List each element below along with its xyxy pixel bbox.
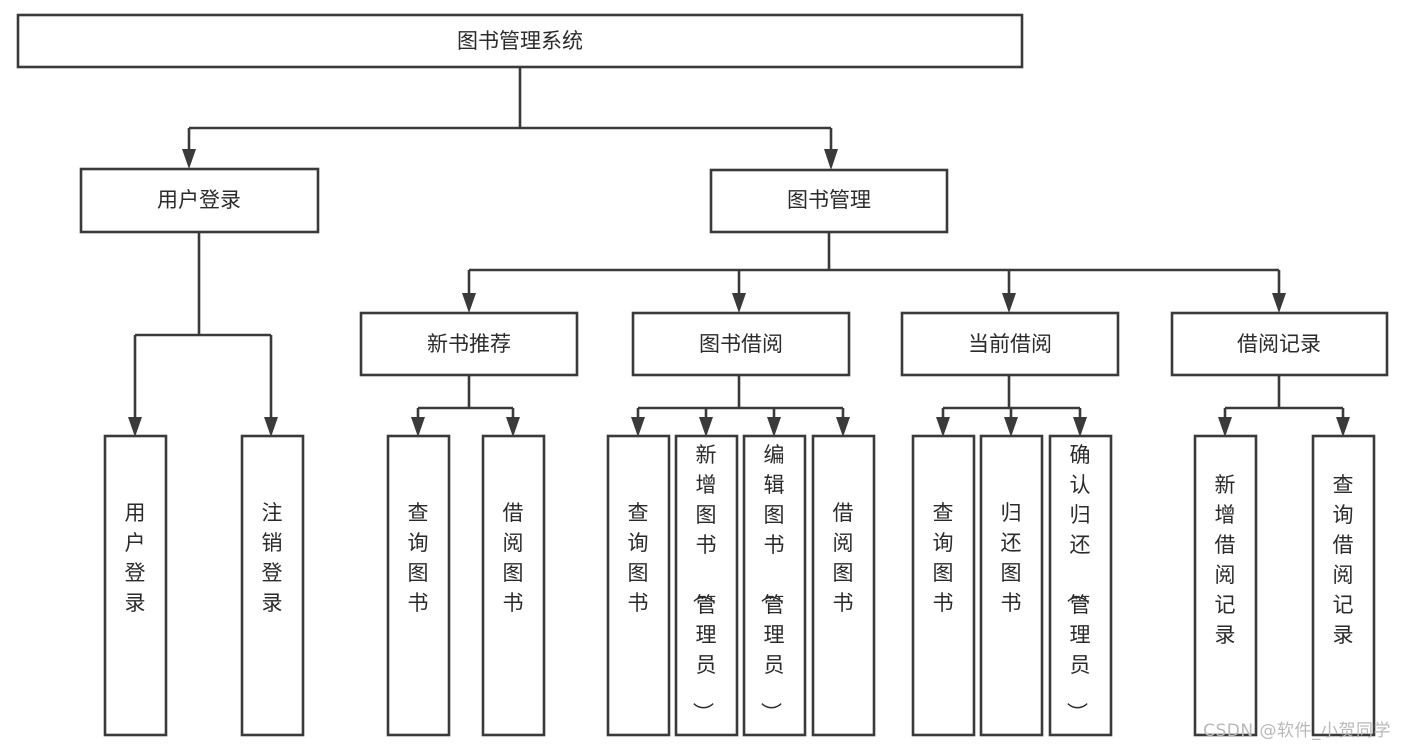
arrow-icon-book-borrow (732, 293, 746, 313)
node-book-borrow-label: 图书借阅 (699, 332, 783, 356)
node-leaf-user-logout-box[interactable] (240, 434, 305, 737)
node-leaf-query-book-2[interactable]: 查询图书 (606, 434, 671, 737)
node-leaf-query-book-3[interactable]: 查询图书 (911, 434, 976, 737)
node-user-login-label: 用户登录 (157, 188, 241, 212)
node-leaf-query-book-3-box[interactable] (911, 434, 976, 737)
node-borrow-record-label: 借阅记录 (1237, 332, 1321, 356)
arrow-icon-user-login (182, 149, 196, 169)
watermark-text: CSDN @软件_小贺同学 (1203, 721, 1391, 741)
node-leaf-query-record-label: 查询借阅记录 (1333, 473, 1354, 647)
node-user-login-box[interactable] (79, 167, 320, 234)
node-new-book-recommend-label: 新书推荐 (427, 332, 511, 356)
node-leaf-query-record[interactable]: 查询借阅记录 (1311, 434, 1376, 737)
arrowhead-group (128, 149, 1350, 437)
arrow-icon-borrow-record (1272, 293, 1286, 313)
node-book-borrow[interactable]: 图书借阅 (631, 311, 851, 377)
node-leaf-query-book-2-label: 查询图书 (628, 501, 649, 615)
leaf-nodes-group: 用户登录 注销登录 查询图书 借阅图书 查询图书 新增图书（管理员） (103, 434, 1376, 737)
node-leaf-query-record-box[interactable] (1311, 434, 1376, 737)
node-borrow-record[interactable]: 借阅记录 (1170, 311, 1389, 377)
node-leaf-return-book[interactable]: 归还图书 (979, 434, 1044, 737)
node-leaf-confirm-return-box[interactable] (1048, 434, 1113, 737)
node-leaf-query-book-1[interactable]: 查询图书 (386, 434, 451, 737)
arrow-icon-leaf-query-book-2 (631, 417, 645, 437)
node-leaf-confirm-return[interactable]: 确认归还（管理员） (1048, 434, 1113, 737)
arrow-icon-leaf-query-record (1336, 417, 1350, 437)
arrow-icon-current-borrow (1002, 293, 1016, 313)
node-current-borrow[interactable]: 当前借阅 (900, 311, 1120, 377)
node-borrow-record-box[interactable] (1170, 311, 1389, 377)
node-leaf-borrow-book-2[interactable]: 借阅图书 (811, 434, 876, 737)
node-new-book-recommend[interactable]: 新书推荐 (359, 311, 579, 377)
node-leaf-borrow-book-1-label: 借阅图书 (503, 501, 524, 615)
arrow-icon-leaf-user-login (128, 417, 142, 437)
node-leaf-query-book-1-box[interactable] (386, 434, 451, 737)
arrow-icon-leaf-edit-book (767, 417, 781, 437)
arrow-icon-leaf-borrow-book-1 (506, 417, 520, 437)
node-leaf-add-record[interactable]: 新增借阅记录 (1193, 434, 1258, 737)
node-leaf-user-logout[interactable]: 注销登录 (240, 434, 305, 737)
node-book-manage-box[interactable] (709, 168, 949, 234)
arrow-icon-leaf-return-book (1004, 417, 1018, 437)
arrow-icon-leaf-query-book-3 (936, 417, 950, 437)
node-root-label: 图书管理系统 (457, 29, 583, 53)
node-leaf-user-login-box[interactable] (103, 434, 168, 737)
node-leaf-edit-book-box[interactable] (742, 434, 807, 737)
arrow-icon-leaf-borrow-book-2 (836, 417, 850, 437)
node-leaf-user-logout-label: 注销登录 (262, 501, 283, 615)
node-leaf-user-login-label: 用户登录 (125, 501, 146, 615)
node-leaf-borrow-book-1[interactable]: 借阅图书 (481, 434, 546, 737)
node-leaf-edit-book[interactable]: 编辑图书（管理员） (742, 434, 807, 737)
node-leaf-query-book-1-label: 查询图书 (408, 501, 429, 615)
node-leaf-add-record-label: 新增借阅记录 (1215, 473, 1236, 647)
node-leaf-borrow-book-2-box[interactable] (811, 434, 876, 737)
connector-group (133, 67, 1345, 418)
arrow-icon-book-manage (824, 149, 838, 170)
node-leaf-borrow-book-1-box[interactable] (481, 434, 546, 737)
node-current-borrow-box[interactable] (900, 311, 1120, 377)
arrow-icon-leaf-add-book (699, 417, 713, 437)
node-leaf-confirm-return-label: 确认归还（管理员） (1065, 443, 1091, 723)
node-leaf-query-book-2-box[interactable] (606, 434, 671, 737)
node-user-login[interactable]: 用户登录 (79, 167, 320, 234)
arrow-icon-leaf-query-book-1 (411, 417, 425, 437)
node-root[interactable]: 图书管理系统 (16, 13, 1024, 69)
arrow-icon-leaf-add-record (1218, 417, 1232, 437)
node-leaf-query-book-3-label: 查询图书 (933, 501, 954, 615)
node-leaf-return-book-box[interactable] (979, 434, 1044, 737)
node-leaf-add-record-box[interactable] (1193, 434, 1258, 737)
node-leaf-user-login[interactable]: 用户登录 (103, 434, 168, 737)
node-leaf-borrow-book-2-label: 借阅图书 (833, 501, 854, 615)
node-leaf-add-book-box[interactable] (674, 434, 739, 737)
node-current-borrow-label: 当前借阅 (968, 332, 1052, 356)
node-leaf-edit-book-label: 编辑图书（管理员） (759, 443, 785, 723)
node-new-book-recommend-box[interactable] (359, 311, 579, 377)
arrow-icon-new-book-recommend (462, 293, 476, 313)
node-book-manage-label: 图书管理 (787, 188, 871, 212)
arrow-icon-leaf-user-logout (264, 417, 278, 437)
node-leaf-add-book[interactable]: 新增图书（管理员） (674, 434, 739, 737)
arrow-icon-leaf-confirm-return (1073, 417, 1087, 437)
node-book-borrow-box[interactable] (631, 311, 851, 377)
node-leaf-return-book-label: 归还图书 (1001, 501, 1022, 615)
node-leaf-add-book-label: 新增图书（管理员） (691, 443, 717, 723)
node-root-box[interactable] (16, 13, 1024, 69)
node-book-manage[interactable]: 图书管理 (709, 168, 949, 234)
